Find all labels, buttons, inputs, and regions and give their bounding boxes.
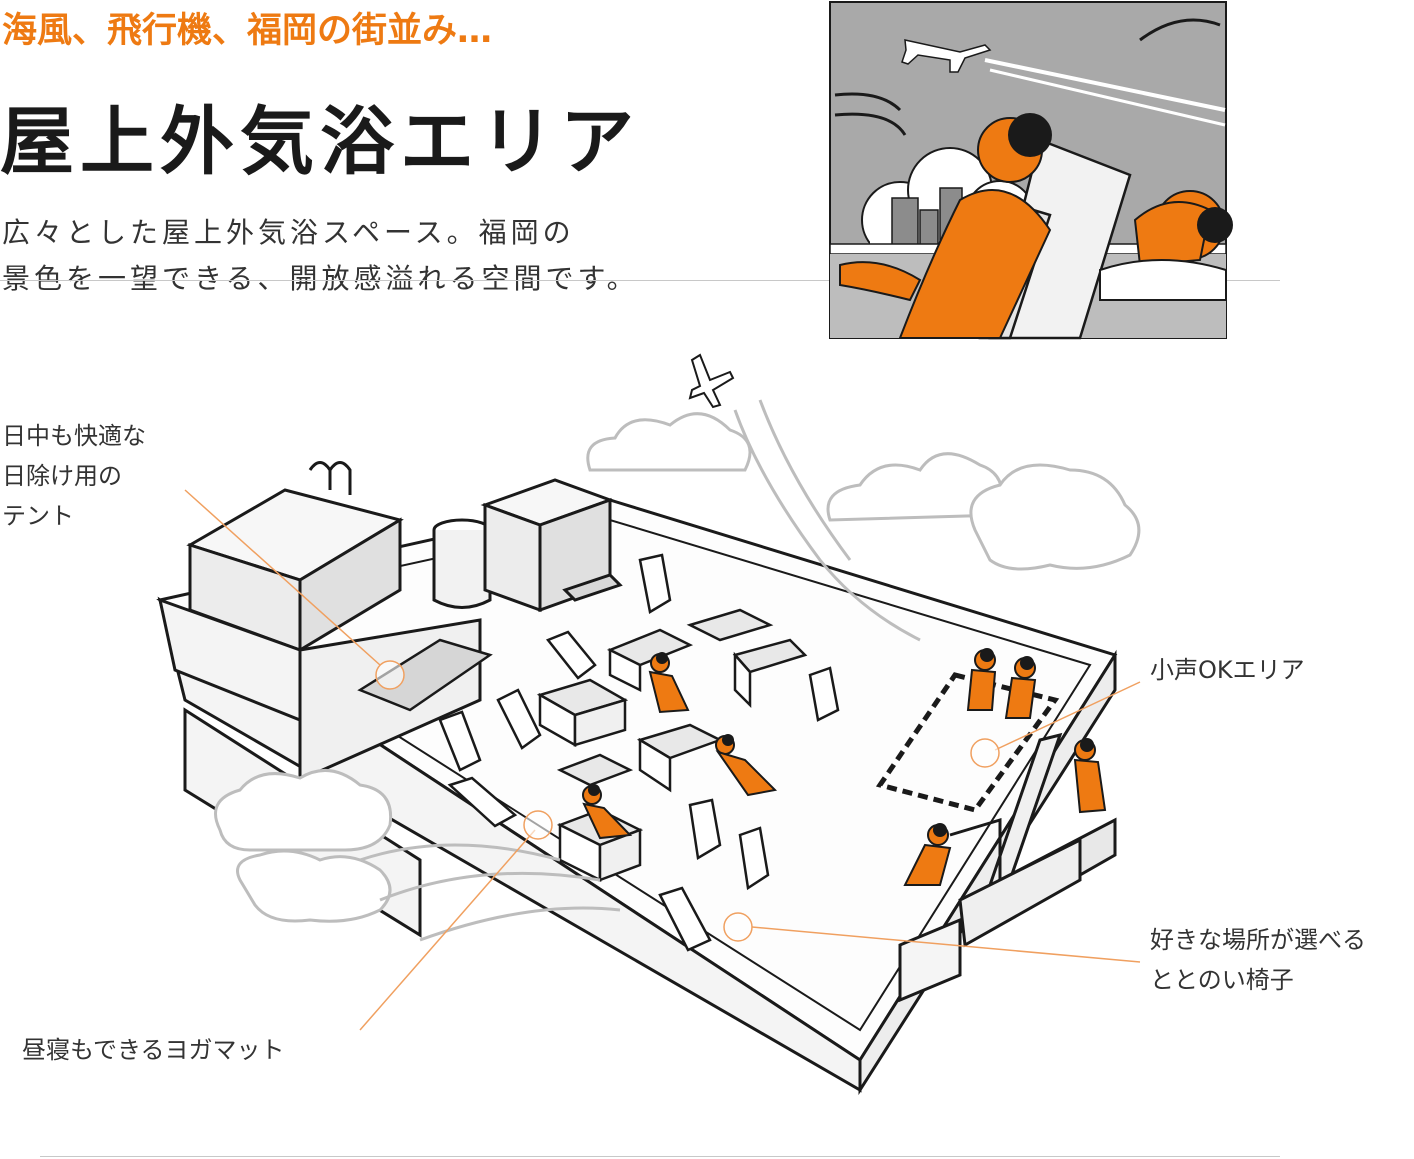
bottom-divider (40, 1156, 1280, 1157)
airplane-icon (688, 353, 735, 409)
chairs-callout-dot (723, 912, 753, 942)
tent-callout-dot (375, 660, 405, 690)
person-icon (1133, 190, 1225, 267)
lead-text: 広々とした屋上外気浴スペース。福岡の 景色を一望できる、開放感溢れる空間です。 (2, 210, 702, 302)
yoga-mat-blocks (536, 608, 808, 883)
person-icon (582, 649, 1107, 886)
callout-quiet-area: 小声OKエリア (1150, 656, 1305, 684)
tent-building (157, 461, 482, 783)
callout-tent-line-3: テント (2, 502, 74, 530)
inset-cloud-icon (861, 147, 1035, 259)
skyline-icon (891, 187, 963, 251)
kicker-text: 海風、飛行機、福岡の街並み… (2, 11, 493, 51)
callout-tent-line-1: 日中も快適な (2, 422, 146, 450)
lead-line-2: 景色を一望できる、開放感溢れる空間です。 (2, 262, 639, 295)
page-title: 屋上外気浴エリア (0, 99, 640, 185)
callout-tent: 日中も快適な 日除け用の テント (2, 416, 146, 536)
lounge-chair-icon (438, 553, 840, 952)
callout-yoga-mat: 昼寝もできるヨガマット (22, 1036, 285, 1064)
callout-chairs-line-2: ととのい椅子 (1150, 966, 1294, 994)
lead-line-1: 広々とした屋上外気浴スペース。福岡の (2, 216, 575, 249)
callout-chairs-line-1: 好きな場所が選べる (1150, 926, 1366, 954)
top-divider (0, 280, 1280, 281)
cloud-icon (214, 412, 1141, 923)
airplane-icon (901, 39, 992, 73)
quiet-area-callout-dot (970, 738, 1000, 768)
person-icon (839, 117, 1052, 339)
callout-tent-line-2: 日除け用の (2, 462, 122, 490)
lounge-chair-icon (978, 138, 1132, 340)
callout-chairs: 好きな場所が選べる ととのい椅子 (1150, 920, 1366, 1000)
yoga-callout-dot (523, 810, 553, 840)
